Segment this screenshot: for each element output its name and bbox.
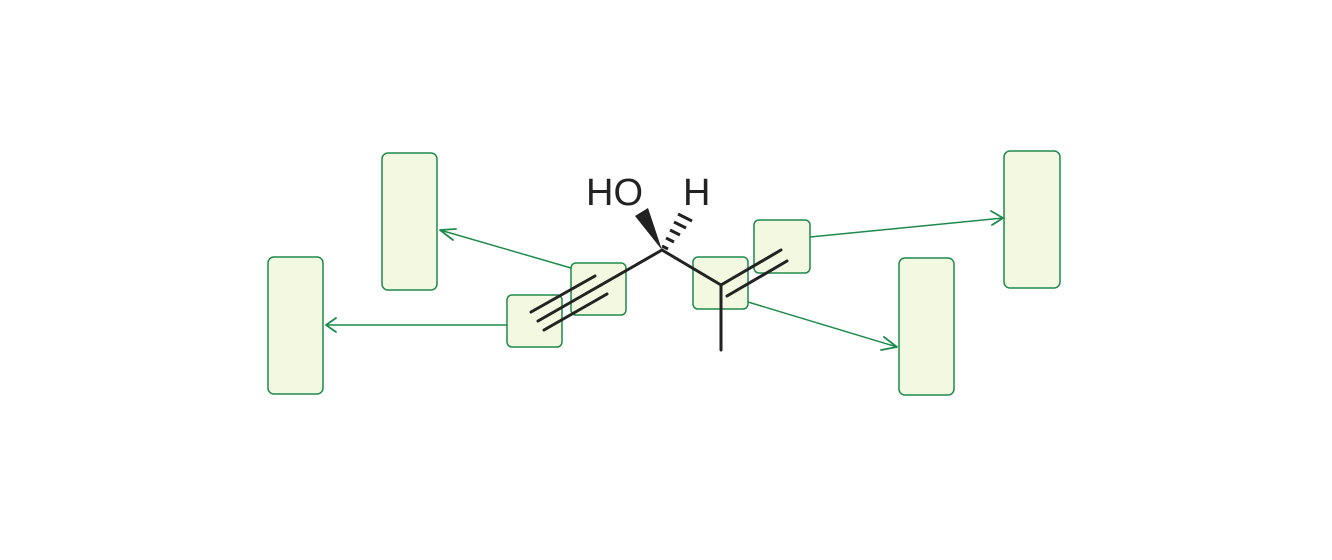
highlight-alkene-terminal [753,219,811,274]
arrowhead-far-left [325,317,337,333]
hashed-bond-h [661,212,693,251]
single-bond-alkyne-stereocenter [599,248,664,287]
double-bond-line-1 [719,248,783,287]
highlight-alkyne-inner [570,262,627,316]
triple-bond-line-1 [529,274,597,314]
arrow-to-lower-right [747,301,898,348]
arrowhead-upper-left [439,228,457,241]
arrow-to-upper-left [439,229,572,269]
callout-box-upper-left [381,152,438,291]
double-bond-line-2 [725,259,789,298]
callout-box-upper-right [1003,150,1061,289]
atom-label-hydroxyl: HO [586,172,643,214]
single-bond-stereocenter-alkene [660,248,723,287]
arrow-to-upper-right [809,217,1004,238]
callout-boxes [267,150,1061,396]
callout-arrows [325,210,1004,351]
triple-bond-line-3 [542,292,609,332]
highlight-boxes [506,219,811,348]
atom-label-hydrogen: H [683,172,710,214]
callout-box-far-left [267,256,324,395]
callout-box-lower-right [898,257,955,396]
highlight-alkyne-terminal [506,294,563,348]
triple-bond-line-2 [536,283,603,323]
wedge-bond-oh [635,208,662,250]
arrowhead-lower-right [880,336,898,351]
molecule-skeleton: HO H [529,172,789,352]
arrowhead-upper-right [990,210,1004,226]
